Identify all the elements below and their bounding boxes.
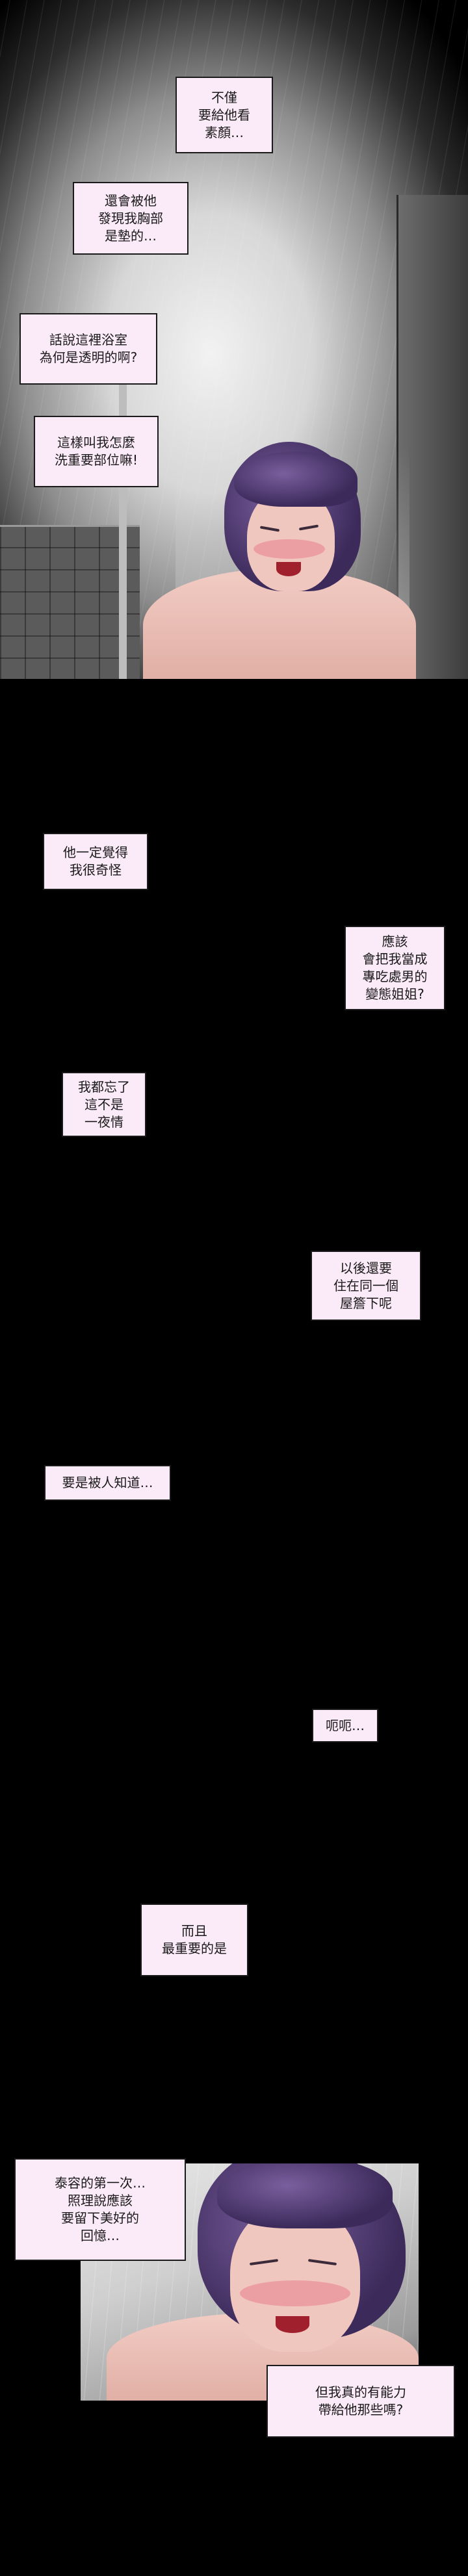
blush	[240, 2280, 350, 2306]
speech-bubble: 話說這裡浴室 為何是透明的啊?	[20, 313, 157, 385]
speech-bubble: 呃呃…	[312, 1709, 378, 1742]
hair-bangs	[217, 2163, 393, 2228]
speech-bubble: 不僅 要給他看 素顏…	[176, 77, 273, 153]
mouth	[276, 562, 301, 576]
speech-bubble: 以後還要 住在同一個 屋簷下呢	[311, 1251, 421, 1321]
speech-bubble: 這樣叫我怎麼 洗重要部位嘛!	[34, 416, 159, 487]
speech-bubble: 他一定覺得 我很奇怪	[43, 833, 148, 890]
speech-bubble: 而且 最重要的是	[140, 1904, 248, 1976]
speech-bubble: 泰容的第一次… 照理說應該 要留下美好的 回憶…	[14, 2158, 186, 2261]
mouth	[276, 2316, 309, 2333]
speech-bubble: 我都忘了 這不是 一夜情	[62, 1072, 146, 1137]
speech-bubble: 但我真的有能力 帶給他那些嗎?	[266, 2365, 455, 2438]
blush	[254, 539, 325, 559]
shower-wall	[396, 195, 468, 679]
speech-bubble: 應該 會把我當成 專吃處男的 變態姐姐?	[344, 926, 445, 1010]
glass-tile-wall	[0, 525, 140, 679]
woman-character	[143, 429, 416, 679]
speech-bubble: 要是被人知道…	[44, 1465, 171, 1501]
speech-bubble: 還會被他 發現我胸部 是墊的…	[73, 182, 188, 255]
woman-character	[107, 2163, 419, 2401]
glass-frame	[119, 325, 127, 679]
shower-panel: 不僅 要給他看 素顏… 還會被他 發現我胸部 是墊的… 話說這裡浴室 為何是透明…	[0, 0, 468, 679]
hair-bangs	[234, 452, 358, 507]
